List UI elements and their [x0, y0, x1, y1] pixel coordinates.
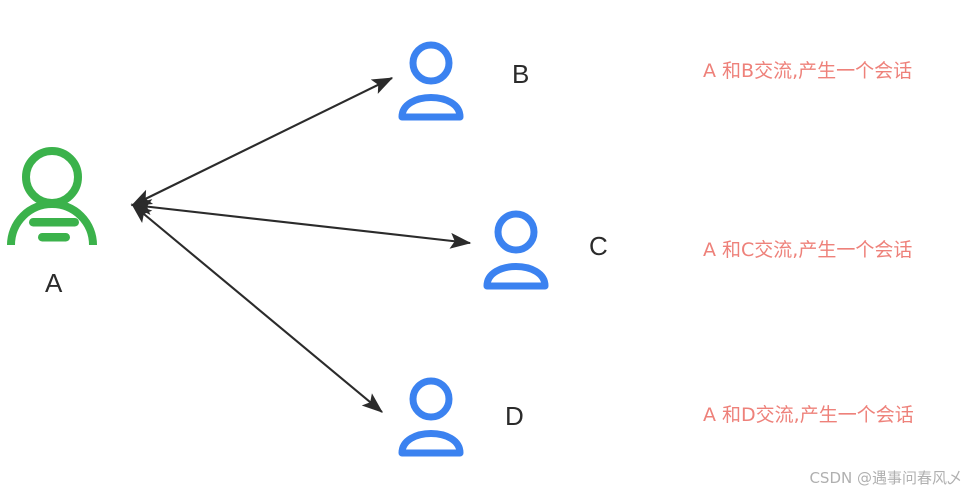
node-c	[483, 208, 549, 290]
note-a-d: A 和D交流,产生一个会话	[703, 404, 914, 426]
person-icon	[398, 377, 464, 457]
csdn-watermark: CSDN @遇事问春风乄	[809, 469, 962, 487]
node-b	[398, 39, 464, 121]
edge-a-b	[130, 77, 394, 207]
node-label-c: C	[589, 231, 608, 261]
note-a-b: A 和B交流,产生一个会话	[703, 60, 913, 82]
node-label-d: D	[505, 401, 524, 431]
note-a-c: A 和C交流,产生一个会话	[703, 239, 913, 261]
edge-a-c	[130, 199, 472, 249]
node-label-b: B	[512, 59, 530, 89]
person-with-lines-icon	[7, 147, 97, 246]
edge-a-d	[131, 203, 383, 413]
node-d	[398, 375, 464, 457]
node-label-a: A	[45, 268, 63, 298]
person-icon	[483, 210, 549, 290]
person-icon	[398, 41, 464, 121]
node-a	[6, 145, 108, 250]
